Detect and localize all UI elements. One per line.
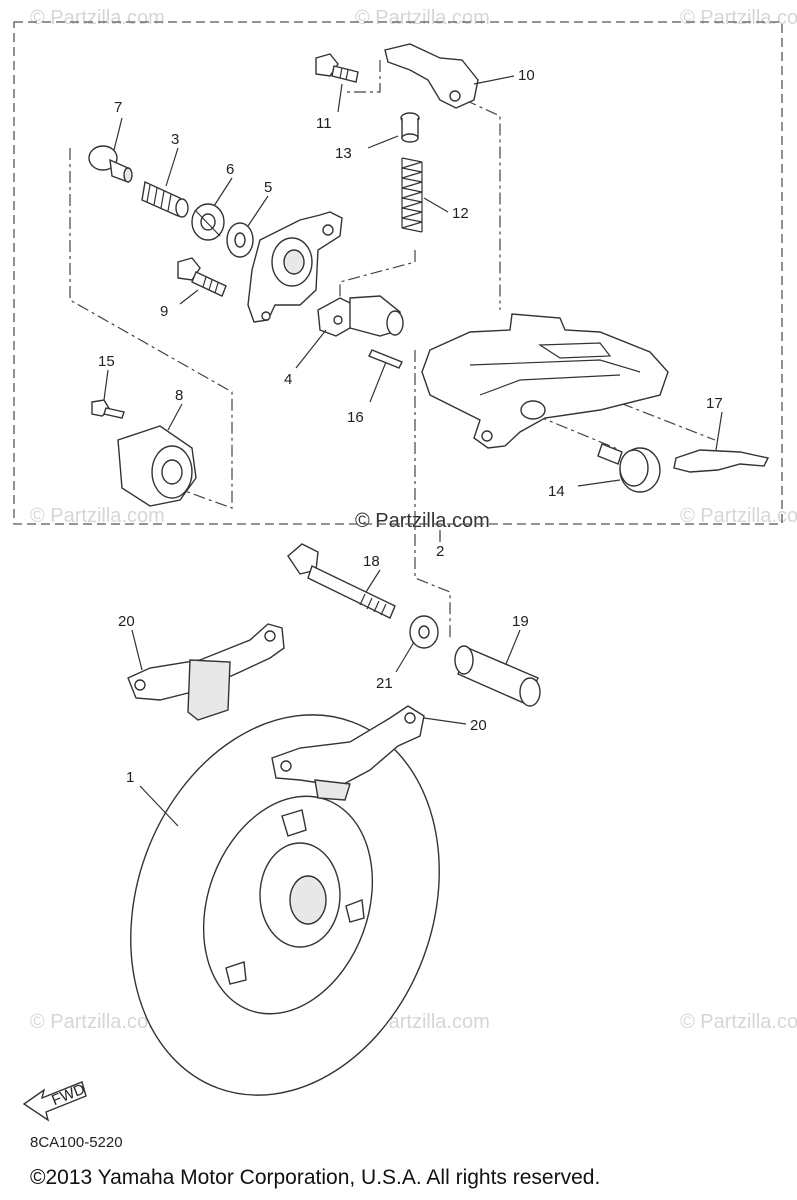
part-17-pad-spring [673,449,770,473]
leader-lines [103,75,723,827]
part-14-pin-bolt [597,443,661,493]
part-11-bolt [315,53,359,83]
part-10-caliper-arm [384,43,479,109]
part-20-brake-pad-upper [127,623,285,721]
assembly-frame [13,21,783,525]
part-5-washer [226,222,254,258]
callout-10: 10 [518,67,535,84]
watermark: © Partzilla.com [355,7,490,29]
part-18-long-bolt [287,543,396,619]
callout-20: 20 [118,613,135,630]
callout-9: 9 [160,303,168,320]
part-1-brake-disc [130,714,440,1096]
part-9-bolt [177,257,227,297]
callout-6: 6 [226,161,234,178]
callout-3: 3 [171,131,179,148]
callout-labels: 7 3 6 5 9 10 11 13 12 4 16 15 8 17 14 2 … [98,67,723,786]
callout-12: 12 [452,205,469,222]
watermark: © Partzilla.com [680,505,797,527]
part-3-bleed-screw [141,180,189,218]
watermark: © Partzilla.com [680,7,797,29]
callout-2: 2 [436,543,444,560]
callout-21: 21 [376,675,393,692]
part-6-clip [191,203,225,241]
callout-17: 17 [706,395,723,412]
callout-7: 7 [114,99,122,116]
part-8-cover-cap [117,425,197,507]
callout-15: 15 [98,353,115,370]
part-15-small-bolt [91,399,125,419]
part-7-bleed-cap [88,145,133,184]
callout-8: 8 [175,387,183,404]
watermark: © Partzilla.com [680,1011,797,1033]
callout-14: 14 [548,483,565,500]
caliper-bracket-plate [247,211,343,323]
part-16-pin [368,349,403,369]
copyright-notice: ©2013 Yamaha Motor Corporation, U.S.A. A… [30,1166,601,1189]
callout-20: 20 [470,717,487,734]
part-19-sleeve [454,645,541,707]
forward-arrow-icon: FWD [22,1081,88,1122]
callout-11: 11 [316,115,332,132]
part-4-actuator-shaft [317,295,404,337]
callout-18: 18 [363,553,380,570]
callout-5: 5 [264,179,272,196]
watermark: © Partzilla.com [30,1011,165,1033]
callout-4: 4 [284,371,292,388]
watermark-center: © Partzilla.com [355,510,490,532]
callout-16: 16 [347,409,364,426]
watermark: © Partzilla.com [30,505,165,527]
fwd-label: FWD [49,1081,87,1110]
part-13-spring-seat [400,112,420,143]
part-12-spring [401,157,423,233]
diagram-reference-code: 8CA100-5220 [30,1134,123,1151]
callout-13: 13 [335,145,352,162]
part-20-brake-pad-lower [271,705,425,801]
part-21-washer [409,615,439,649]
assembly-guide-lines [69,60,716,640]
watermark: © Partzilla.com [30,7,165,29]
part-2-caliper-body [421,313,669,449]
callout-19: 19 [512,613,529,630]
watermark-group: © Partzilla.com © Partzilla.com © Partzi… [30,7,797,1033]
callout-1: 1 [126,769,134,786]
